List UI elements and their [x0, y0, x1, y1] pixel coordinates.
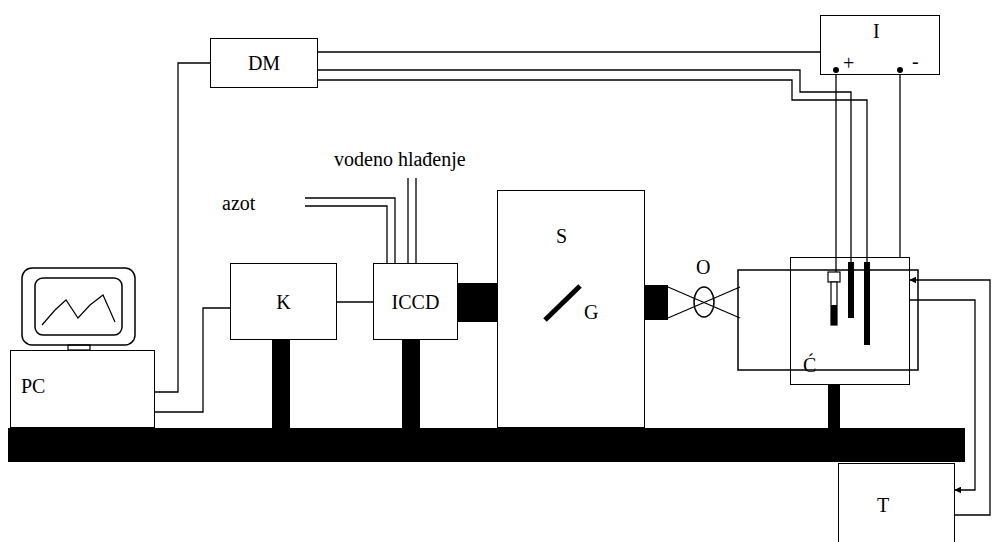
node-text: Ć — [803, 354, 816, 376]
wire — [318, 80, 867, 262]
node-text: G — [584, 301, 598, 323]
computer-box: PC — [10, 350, 155, 428]
spectrograph-box: SG — [497, 190, 645, 428]
annotation-label: vodeno hlađenje — [334, 148, 466, 170]
counter-electrode — [864, 262, 870, 345]
connector-line — [318, 51, 820, 52]
node-text: T — [877, 494, 889, 516]
controller-box: K — [230, 263, 337, 340]
connector-line — [155, 308, 230, 412]
cell-box: Ć — [790, 257, 910, 385]
grating-symbol — [545, 286, 580, 320]
instrument-box: I — [820, 15, 940, 75]
reference-electrode — [848, 262, 854, 318]
screen-waveform — [42, 295, 115, 325]
optical-bench — [8, 428, 965, 462]
working-electrode — [831, 282, 837, 325]
cell-housing — [738, 270, 918, 370]
camera-box: ICCD — [373, 263, 458, 340]
support-leg — [402, 340, 420, 428]
wire — [835, 257, 836, 272]
connector-line — [899, 75, 900, 257]
instrument-box: DM — [210, 38, 318, 88]
node-text: O — [696, 256, 710, 278]
node-text: S — [556, 225, 567, 247]
support-leg — [272, 340, 290, 428]
annotation-label: + — [843, 52, 854, 74]
nitrogen-line — [305, 206, 387, 263]
electrode-holder — [828, 272, 840, 282]
water-line — [407, 178, 408, 263]
coupling-flange — [458, 283, 497, 322]
terminal — [897, 67, 903, 73]
connector-line — [910, 280, 990, 515]
support-leg — [828, 385, 840, 428]
node-text: K — [276, 291, 290, 313]
node-text: PC — [21, 375, 45, 397]
monitor — [22, 268, 135, 345]
coupling-flange — [645, 285, 668, 320]
connector-line — [155, 63, 210, 392]
light-ray — [668, 287, 740, 318]
annotation-label: azot — [222, 192, 255, 214]
node-text: DM — [248, 52, 280, 74]
connector-line — [337, 301, 373, 302]
connector-line — [910, 300, 975, 490]
water-line — [415, 178, 416, 263]
node-text: ICCD — [392, 291, 440, 313]
wire — [318, 70, 851, 262]
terminal — [833, 67, 839, 73]
lens — [694, 287, 714, 317]
connector-line — [835, 75, 836, 257]
thermostat-box: T — [838, 463, 955, 542]
node-text: I — [873, 20, 880, 42]
light-ray — [668, 287, 740, 318]
annotation-label: - — [912, 50, 919, 72]
electrode-tip — [831, 305, 837, 325]
optics-label-area: O — [668, 256, 740, 282]
nitrogen-line — [305, 198, 395, 263]
monitor-screen — [35, 278, 122, 335]
